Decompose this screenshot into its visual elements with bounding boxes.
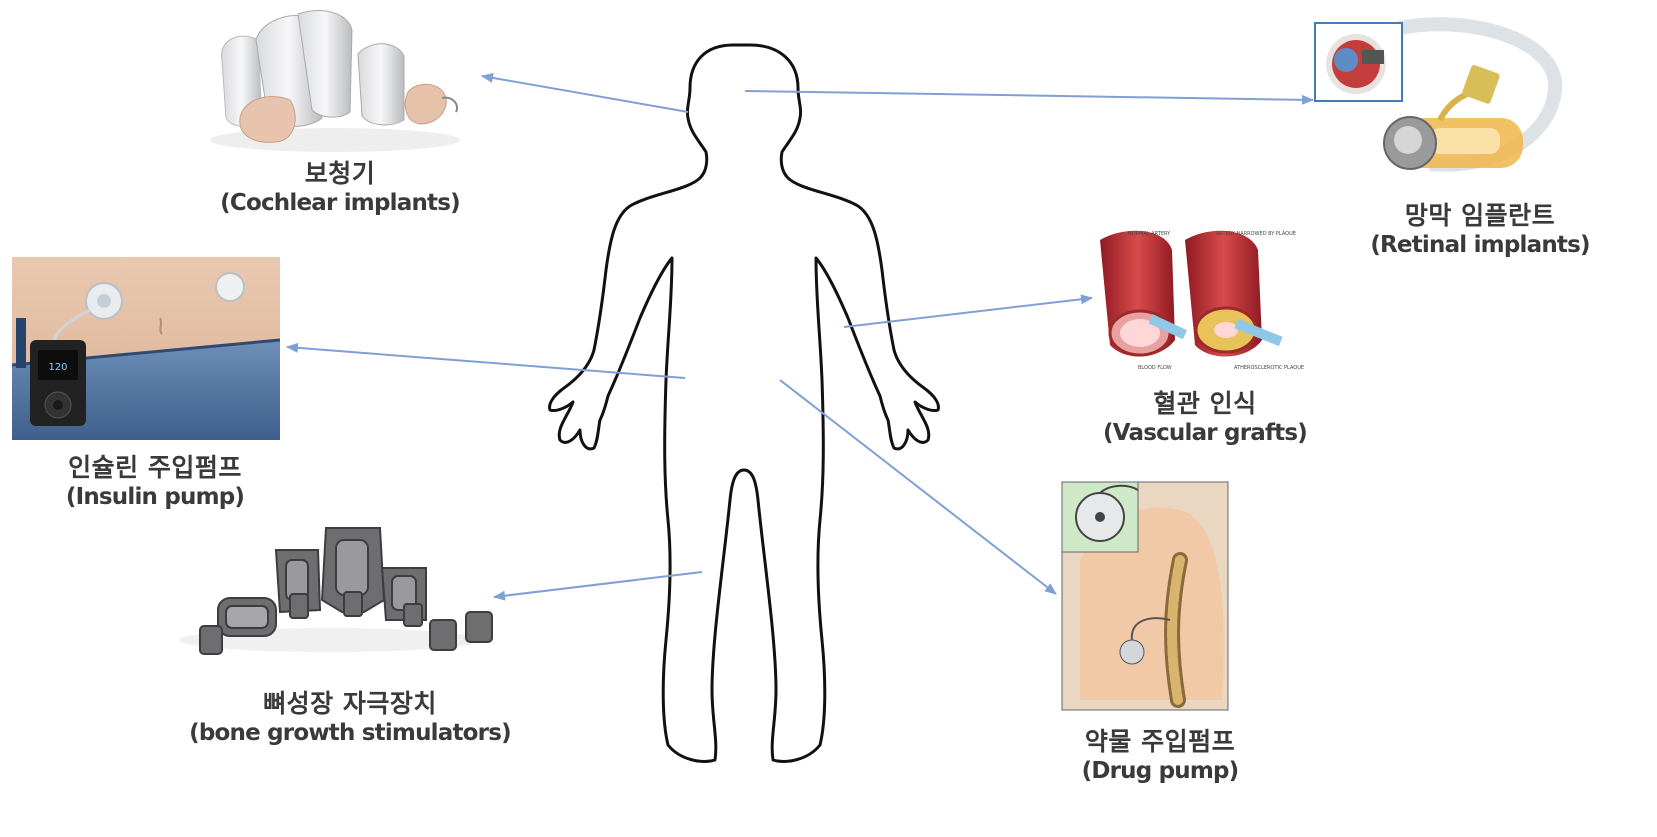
- retinal-label-english: (Retinal implants): [1350, 231, 1610, 260]
- hearing-aids-image: [210, 11, 460, 152]
- insulin-label-english: (Insulin pump): [20, 483, 290, 512]
- plaque-caption: ATHEROSCLEROTIC PLAQUE: [1234, 365, 1304, 371]
- bone-label-english: (bone growth stimulators): [180, 719, 520, 748]
- cochlear-label-english: (Cochlear implants): [190, 189, 490, 218]
- vascular-label: 혈관 인식 (Vascular grafts): [1080, 388, 1330, 448]
- arrow-vascular: [844, 298, 1092, 327]
- drug-pump-image: [1062, 482, 1228, 710]
- bone-label-korean: 뼈성장 자극장치: [180, 688, 520, 719]
- human-silhouette: [550, 45, 939, 761]
- arrow-cochlear: [482, 76, 688, 112]
- vascular-label-korean: 혈관 인식: [1080, 388, 1330, 419]
- vascular-label-english: (Vascular grafts): [1080, 419, 1330, 448]
- cochlear-label-korean: 보청기: [190, 158, 490, 189]
- insulin-pump-display: 120: [48, 362, 67, 373]
- insulin-label-korean: 인슐린 주입펌프: [20, 452, 290, 483]
- bone-label: 뼈성장 자극장치 (bone growth stimulators): [180, 688, 520, 748]
- bone-stimulators-image: [180, 528, 492, 654]
- drug-label-english: (Drug pump): [1040, 757, 1280, 786]
- arrow-retinal: [745, 91, 1313, 100]
- insulin-label: 인슐린 주입펌프 (Insulin pump): [20, 452, 290, 512]
- narrowed-artery-caption: ARTERY NARROWED BY PLAQUE: [1216, 231, 1296, 237]
- retinal-label: 망막 임플란트 (Retinal implants): [1350, 200, 1610, 260]
- vascular-grafts-image: [1100, 231, 1283, 357]
- insulin-pump-image: [12, 257, 280, 440]
- retinal-label-korean: 망막 임플란트: [1350, 200, 1610, 231]
- drug-label: 약물 주입펌프 (Drug pump): [1040, 726, 1280, 786]
- retinal-implant-image: [1315, 23, 1555, 169]
- cochlear-label: 보청기 (Cochlear implants): [190, 158, 490, 218]
- drug-label-korean: 약물 주입펌프: [1040, 726, 1280, 757]
- normal-artery-caption: NORMAL ARTERY: [1128, 231, 1171, 237]
- blood-flow-caption: BLOOD FLOW: [1138, 365, 1172, 371]
